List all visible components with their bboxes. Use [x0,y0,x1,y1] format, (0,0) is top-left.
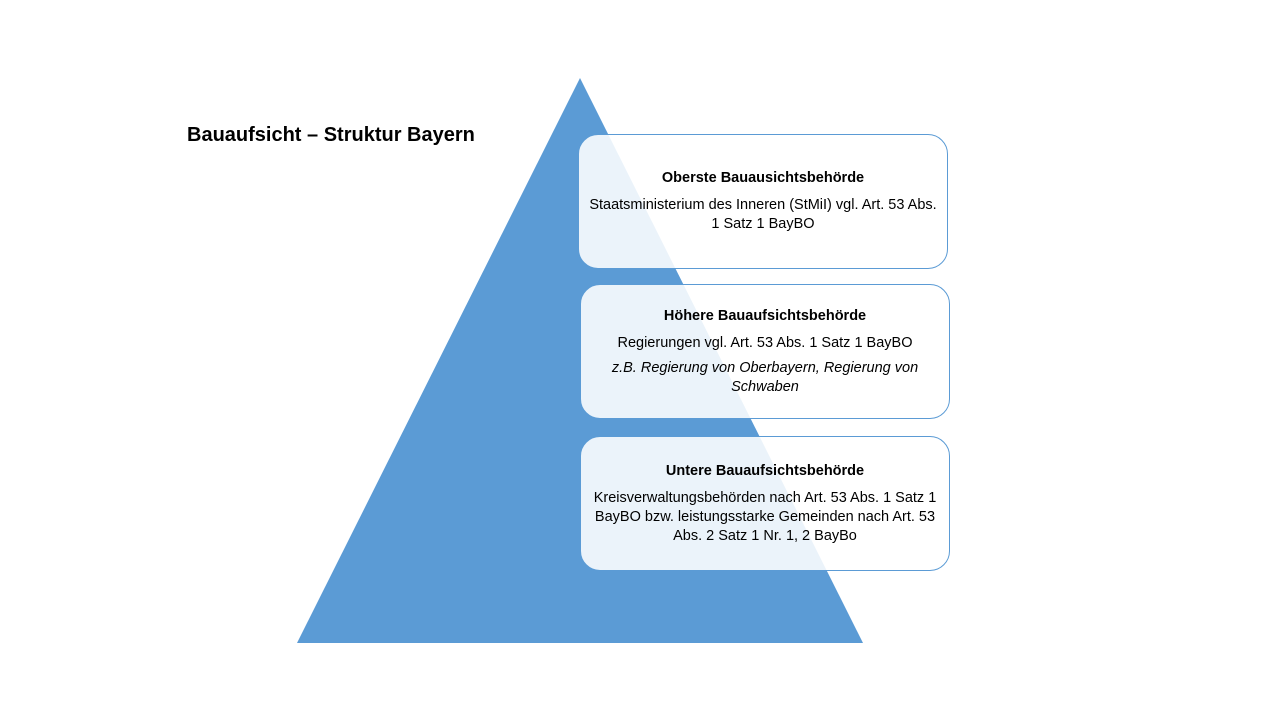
level-description: Regierungen vgl. Art. 53 Abs. 1 Satz 1 B… [617,334,913,351]
level-description: Staatsministerium des Inneren (StMiI) vg… [589,197,937,232]
level-description: Kreisverwaltungsbehörden nach Art. 53 Ab… [593,489,937,544]
level-heading: Höhere Bauaufsichtsbehörde [663,307,867,324]
level-box-middle: Höhere Bauaufsichtsbehörde Regierungen v… [580,284,950,419]
level-example-note: z.B. Regierung von Oberbayern, Regierung… [611,359,919,395]
level-heading: Untere Bauaufsichtsbehörde [665,462,865,479]
level-box-bottom: Untere Bauaufsichtsbehörde Kreisverwaltu… [580,436,950,571]
slide-title: Bauaufsicht – Struktur Bayern [187,124,475,146]
level-heading: Oberste Bauausichtsbehörde [661,170,865,186]
level-box-top: Oberste Bauausichtsbehörde Staatsministe… [578,134,948,269]
